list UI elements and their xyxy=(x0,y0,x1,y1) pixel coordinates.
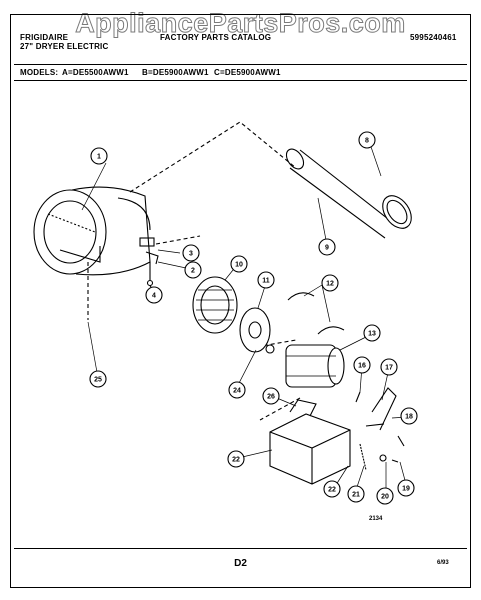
svg-text:21: 21 xyxy=(352,492,360,499)
product-name: 27" DRYER ELECTRIC xyxy=(20,42,109,51)
callout-16: 16 xyxy=(353,356,371,374)
motor-clips xyxy=(287,292,345,335)
svg-text:2: 2 xyxy=(191,268,195,275)
page-number: D2 xyxy=(234,558,247,569)
idler-assembly xyxy=(355,387,405,471)
callout-12: 12 xyxy=(321,274,339,292)
callout-2: 2 xyxy=(184,261,202,279)
callout-1: 1 xyxy=(90,147,108,165)
brand-name: FRIGIDAIRE xyxy=(20,33,69,42)
callout-9: 9 xyxy=(318,238,336,256)
svg-text:8: 8 xyxy=(365,138,369,145)
callout-17: 17 xyxy=(380,358,398,376)
catalog-number: 5995240461 xyxy=(410,33,457,42)
svg-text:16: 16 xyxy=(358,363,366,370)
svg-text:17: 17 xyxy=(385,365,393,372)
callout-21: 21 xyxy=(347,485,365,503)
svg-text:24: 24 xyxy=(233,388,241,395)
callout-20: 20 xyxy=(376,487,394,505)
blower-housing xyxy=(33,186,151,276)
blower-wheel xyxy=(192,276,238,334)
figure-number: 2134 xyxy=(369,516,383,522)
svg-text:19: 19 xyxy=(402,486,410,493)
callout-22-lower: 22 xyxy=(323,480,341,498)
callout-13: 13 xyxy=(363,324,381,342)
callout-11: 11 xyxy=(257,271,275,289)
watermark: AppliancePartsPros.com xyxy=(75,8,406,39)
model-a: A=DE5500AWW1 xyxy=(62,68,129,77)
svg-text:20: 20 xyxy=(381,494,389,501)
callout-26: 26 xyxy=(262,387,280,405)
svg-text:13: 13 xyxy=(368,331,376,338)
exhaust-duct xyxy=(285,148,412,239)
leader-lines xyxy=(81,140,409,496)
callout-3: 3 xyxy=(182,244,200,262)
callout-24: 24 xyxy=(228,381,246,399)
svg-text:9: 9 xyxy=(325,245,329,252)
svg-text:11: 11 xyxy=(262,278,270,285)
header-rule-bottom xyxy=(14,80,467,81)
svg-text:1: 1 xyxy=(97,154,101,161)
model-b: B=DE5900AWW1 xyxy=(142,68,209,77)
header-rule-top xyxy=(14,64,467,65)
callout-19: 19 xyxy=(397,479,415,497)
callout-10: 10 xyxy=(230,255,248,273)
svg-text:10: 10 xyxy=(235,262,243,269)
svg-text:12: 12 xyxy=(326,281,334,288)
model-c: C=DE5900AWW1 xyxy=(214,68,281,77)
svg-text:4: 4 xyxy=(152,293,156,300)
svg-text:18: 18 xyxy=(405,414,413,421)
callout-25: 25 xyxy=(89,370,107,388)
callout-22: 22 xyxy=(227,450,245,468)
motor-mount xyxy=(269,399,351,485)
callout-18: 18 xyxy=(400,407,418,425)
svg-text:22: 22 xyxy=(328,487,336,494)
svg-text:3: 3 xyxy=(189,251,193,258)
svg-text:25: 25 xyxy=(94,377,102,384)
drive-motor xyxy=(265,344,345,388)
models-label: MODELS: xyxy=(20,68,59,77)
page-frame xyxy=(10,14,471,588)
footer-rule xyxy=(14,548,467,549)
svg-text:22: 22 xyxy=(232,457,240,464)
catalog-title: FACTORY PARTS CATALOG xyxy=(160,33,272,42)
pulley xyxy=(239,307,271,353)
callout-group: 1 2 3 4 8 9 10 11 12 13 16 17 18 19 20 2… xyxy=(89,131,418,505)
svg-text:26: 26 xyxy=(267,394,275,401)
callout-8: 8 xyxy=(358,131,376,149)
revision-date: 6/93 xyxy=(437,560,449,566)
callout-4: 4 xyxy=(145,286,163,304)
